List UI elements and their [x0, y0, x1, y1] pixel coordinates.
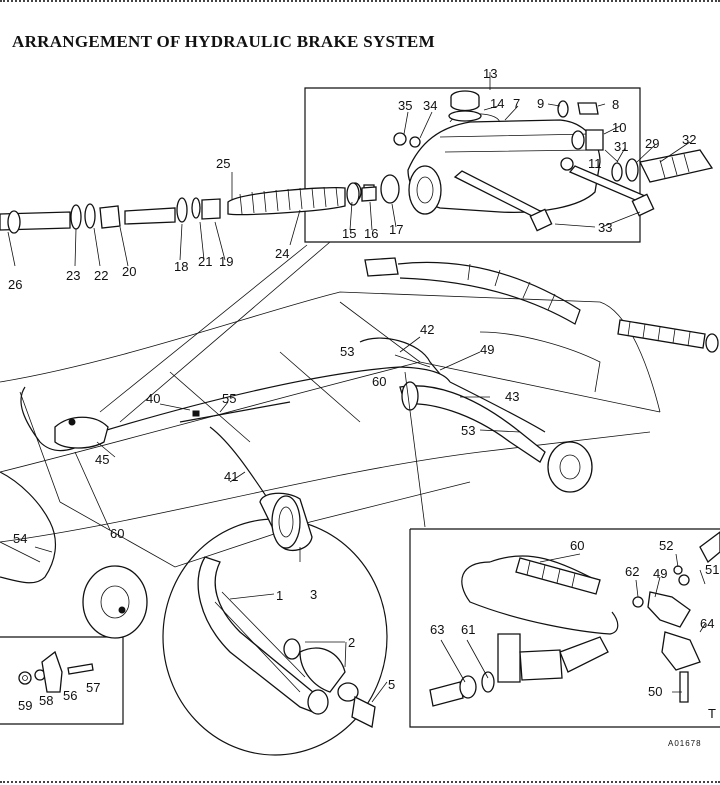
part-label: 31 — [614, 139, 628, 154]
part-label: 52 — [659, 538, 673, 553]
part-label: 2 — [348, 635, 355, 650]
part-number-labels: 13 35 34 14 7 9 8 10 31 29 32 11 25 33 1… — [8, 66, 719, 748]
part-label: 35 — [398, 98, 412, 113]
part-label: 34 — [423, 98, 437, 113]
corner-mark: T — [708, 706, 716, 721]
part-label: 49 — [480, 342, 494, 357]
rear-axle — [399, 381, 593, 493]
part-label: 21 — [198, 254, 212, 269]
part-label: 40 — [146, 391, 160, 406]
part-label: 60 — [372, 374, 386, 389]
part-label: 54 — [13, 531, 27, 546]
front-brake-drum — [82, 565, 148, 639]
bracket-inset — [0, 636, 124, 725]
part-label: 59 — [18, 698, 32, 713]
part-label: 3 — [310, 587, 317, 602]
part-label: 5 — [388, 677, 395, 692]
part-label: 43 — [505, 389, 519, 404]
part-label: 18 — [174, 259, 188, 274]
flexible-hose-right — [617, 319, 719, 353]
part-label: 26 — [8, 277, 22, 292]
part-label: 53 — [461, 423, 475, 438]
part-label: 62 — [625, 564, 639, 579]
part-label: 9 — [537, 96, 544, 111]
part-label: 25 — [216, 156, 230, 171]
part-label: 14 — [490, 96, 504, 111]
diagram-title: ARRANGEMENT OF HYDRAULIC BRAKE SYSTEM — [12, 32, 435, 51]
part-label: 32 — [682, 132, 696, 147]
brake-pedal — [197, 556, 376, 728]
part-label: 63 — [430, 622, 444, 637]
part-label: 50 — [648, 684, 662, 699]
part-label: 15 — [342, 226, 356, 241]
master-cylinder-mounted — [54, 416, 109, 449]
bracket-parts — [18, 650, 94, 693]
part-label: 45 — [95, 452, 109, 467]
figure-code: A01678 — [668, 739, 702, 748]
part-label: 19 — [219, 254, 233, 269]
part-label: 20 — [122, 264, 136, 279]
part-label: 60 — [570, 538, 584, 553]
part-label: 42 — [420, 322, 434, 337]
part-label: 57 — [86, 680, 100, 695]
part-label: 33 — [598, 220, 612, 235]
brake-pipes — [0, 337, 546, 584]
long-bolts — [453, 165, 655, 232]
part-label: 23 — [66, 268, 80, 283]
push-rod-assembly — [0, 182, 377, 234]
part-label: 8 — [612, 97, 619, 112]
part-label: 49 — [653, 566, 667, 581]
part-label: 29 — [645, 136, 659, 151]
part-label: 1 — [276, 588, 283, 603]
part-label: 51 — [705, 562, 719, 577]
part-label: 58 — [39, 693, 53, 708]
part-label: 61 — [461, 622, 475, 637]
part-label: 22 — [94, 268, 108, 283]
leader-lines — [7, 72, 706, 703]
part-label: 55 — [222, 391, 236, 406]
part-label: 24 — [275, 246, 289, 261]
flexible-hose-top — [364, 257, 581, 325]
part-label: 7 — [513, 96, 520, 111]
filler-cap — [448, 90, 482, 122]
part-label: 56 — [63, 688, 77, 703]
hose-union-inset — [409, 528, 720, 728]
part-label: 53 — [340, 344, 354, 359]
pedal-pad — [259, 492, 313, 551]
outlet-fittings — [611, 149, 714, 183]
part-label: 41 — [224, 469, 238, 484]
part-label: 60 — [110, 526, 124, 541]
master-cylinder-body — [407, 113, 601, 215]
part-label: 16 — [364, 226, 378, 241]
part-label: 17 — [389, 222, 403, 237]
part-label: 11 — [588, 156, 602, 171]
part-label: 10 — [612, 120, 626, 135]
part-label: 13 — [483, 66, 497, 81]
part-label: 64 — [700, 616, 714, 631]
